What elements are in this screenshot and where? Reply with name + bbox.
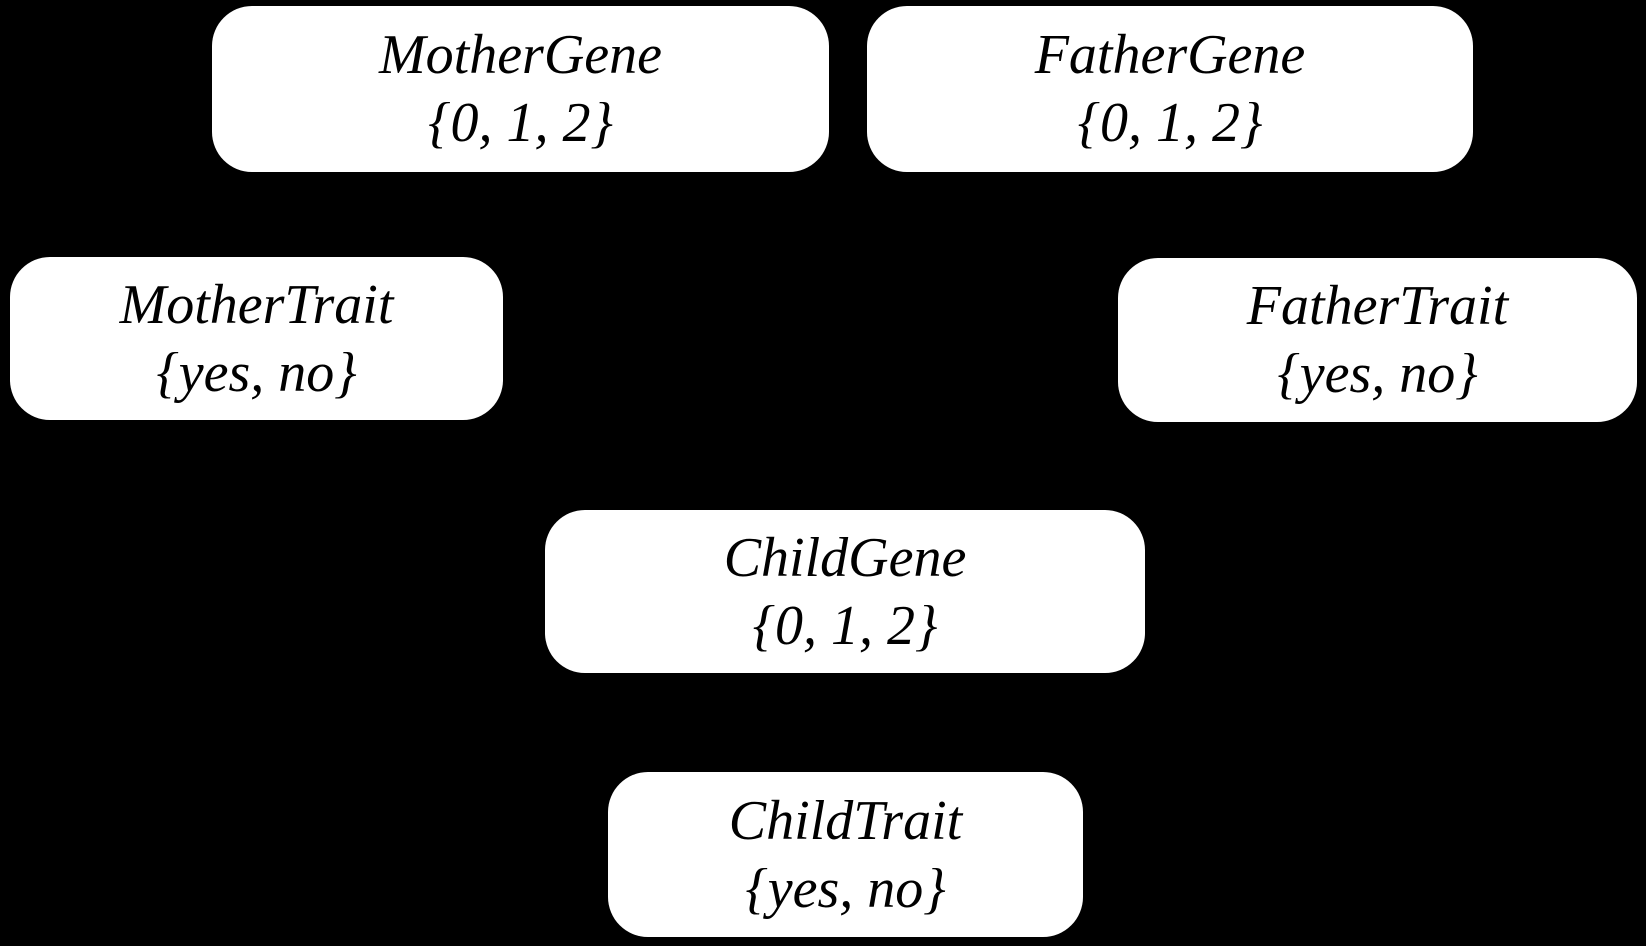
node-mother-trait-label: MotherTrait: [119, 273, 394, 336]
node-child-trait-label: ChildTrait: [728, 789, 963, 852]
node-child-trait: ChildTrait {yes, no}: [608, 772, 1083, 937]
node-mother-gene-label: MotherGene: [378, 24, 662, 86]
node-father-gene-label: FatherGene: [1034, 24, 1306, 86]
node-mother-gene-domain: {0, 1, 2}: [428, 92, 613, 154]
node-father-gene: FatherGene {0, 1, 2}: [867, 6, 1473, 172]
node-father-trait-label: FatherTrait: [1246, 275, 1509, 337]
node-mother-gene: MotherGene {0, 1, 2}: [212, 6, 829, 172]
node-father-trait-domain: {yes, no}: [1277, 343, 1478, 405]
node-child-gene-label: ChildGene: [723, 526, 967, 589]
node-child-gene: ChildGene {0, 1, 2}: [545, 510, 1145, 673]
node-father-gene-domain: {0, 1, 2}: [1077, 92, 1263, 154]
node-child-gene-domain: {0, 1, 2}: [752, 594, 938, 657]
node-mother-trait-domain: {yes, no}: [156, 341, 357, 404]
node-father-trait: FatherTrait {yes, no}: [1118, 258, 1637, 422]
node-child-trait-domain: {yes, no}: [745, 857, 946, 920]
node-mother-trait: MotherTrait {yes, no}: [10, 257, 503, 420]
